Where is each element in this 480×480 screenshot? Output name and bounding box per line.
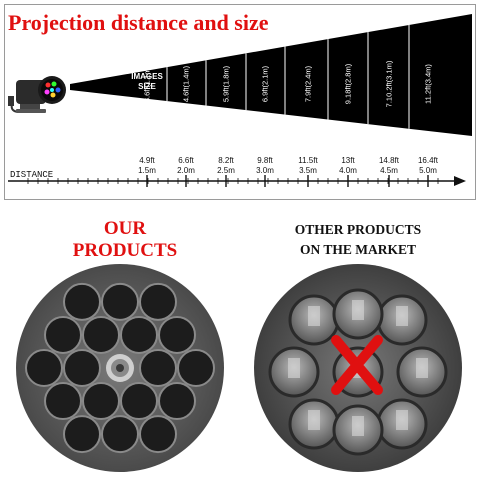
lens-cell [63,282,101,321]
lens-cell [25,349,63,387]
size-label: 11.2ft(3.4m) [423,64,433,104]
distance-m: 2.5m [217,166,235,175]
led-cup-highlight [416,358,428,378]
our-lens-image [16,264,224,472]
distance-ft: 6.6ft [178,156,194,165]
led-cup-highlight [352,300,364,320]
lens-cell [44,382,82,421]
distance-m: 5.0m [419,166,437,175]
lens-cell [139,349,177,387]
distance-ft: 16.4ft [417,156,438,165]
led-cup-highlight [396,306,408,326]
projector-icon [8,76,66,113]
led-cup-highlight [308,410,320,430]
size-label: 7.9ft(2.4m) [303,65,313,103]
led-cup-highlight [396,410,408,430]
distance-axis [8,175,466,187]
distance-ft: 4.9ft [139,156,155,165]
lens-cell [63,415,101,454]
cross-mark-icon [331,335,383,395]
distance-m: 4.5m [380,166,398,175]
distance-m: 2.0m [177,166,195,175]
size-label: 9.18ft(2.8m) [343,63,353,105]
lens-cell [82,315,120,354]
lens-cell [139,282,177,321]
projection-beam [70,14,472,136]
other-products-title: OTHER PRODUCTS ON THE MARKET [294,222,422,257]
led-cup-highlight [288,358,300,378]
size-label: 4.6ft(1.4m) [181,65,191,103]
distance-ft: 11.5ft [298,156,318,165]
lens-cell [177,349,215,387]
led-cup-highlight [352,416,364,436]
size-label: 5.9ft(1.8m) [221,65,231,103]
headline: Projection distance and size [8,10,269,35]
lens-cell [101,415,139,454]
our-products-title: OUR PRODUCTS [72,218,178,261]
lens-cell [120,382,158,421]
lens-cell [158,315,196,354]
lens-cell [120,315,158,354]
distance-ft: 8.2ft [218,156,234,165]
distance-m: 3.0m [256,166,274,175]
size-label: 6.9ft(2.1m) [260,65,270,103]
size-label: 3.6ft(1.1m) [142,65,152,103]
axis-title: DISTANCE [10,170,54,180]
lens-cell [139,415,177,454]
distance-m: 4.0m [339,166,357,175]
distance-ft: 13ft [341,156,355,165]
images-size-label: IMAGES SIZE [131,72,163,91]
distance-ft: 14.8ft [378,156,399,165]
distance-m: 3.5m [299,166,317,175]
lens-cell [101,282,139,321]
distance-m: 1.5m [138,166,156,175]
lens-cell [158,382,196,421]
lens-cell [44,315,82,354]
led-cup-highlight [308,306,320,326]
lens-cell [63,349,101,387]
size-label: 7.10.2ft(3.1m) [384,60,394,108]
lens-cell [82,382,120,421]
distance-ft: 9.8ft [257,156,273,165]
